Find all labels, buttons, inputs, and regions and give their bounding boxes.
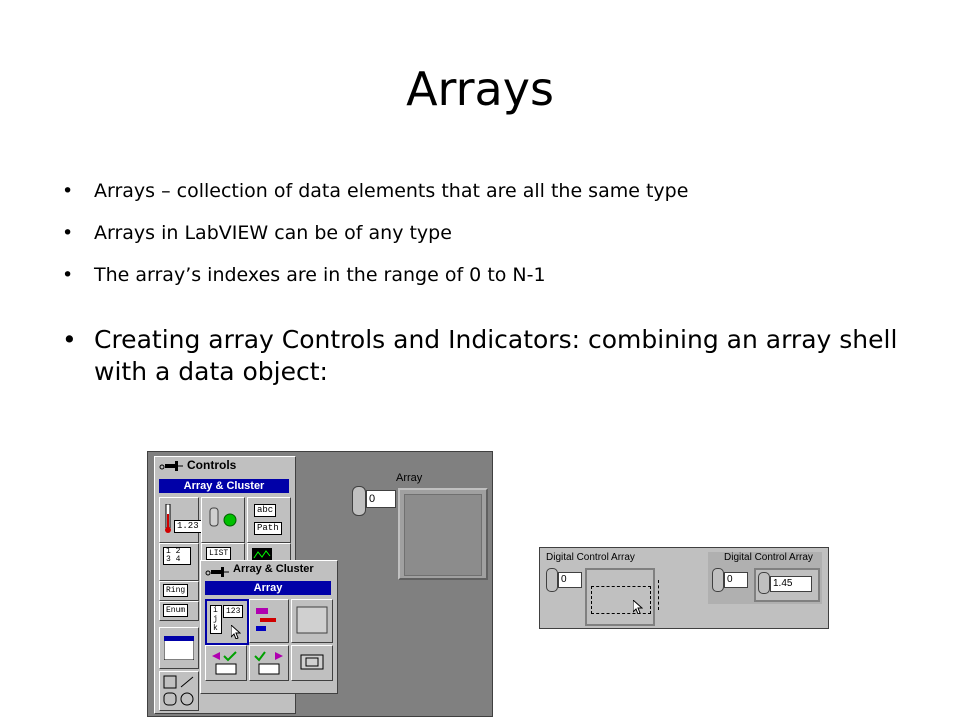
ring-tile[interactable]: Ring [159, 581, 199, 601]
subpalette-title: Array & Cluster [233, 563, 314, 575]
bullet-dot: • [62, 222, 74, 244]
shapes-icon [163, 675, 194, 706]
enum-tile[interactable]: Enum [159, 601, 199, 621]
refnum-icon [300, 654, 324, 670]
cluster-tile[interactable] [249, 599, 289, 643]
array-shell-element-area [404, 494, 482, 576]
refnum-tile[interactable] [291, 645, 333, 681]
left-index-spinner[interactable] [546, 568, 558, 592]
array-label: Array [396, 472, 423, 484]
bullet-text: Arrays in LabVIEW can be of any type [94, 222, 452, 244]
graph-icon [252, 548, 272, 562]
toggle-switch-icon [209, 507, 237, 527]
error-in-tile[interactable] [205, 645, 247, 681]
left-index-display[interactable]: 0 [558, 572, 582, 588]
pushpin-icon[interactable] [205, 565, 229, 577]
boolean-tile[interactable] [201, 497, 245, 543]
left-array-shell[interactable] [585, 568, 655, 626]
string-label: abc [254, 504, 277, 517]
ring-label: Ring [163, 584, 189, 597]
palette-titlebar: Controls [155, 457, 295, 473]
list-tile[interactable]: LIST [201, 543, 245, 565]
path-label: Path [254, 522, 282, 535]
array-shell-tile[interactable]: i j k 123 [205, 599, 249, 645]
error-out-tile[interactable] [249, 645, 289, 681]
array-matrix-icon: 1 2 3 4 [163, 547, 191, 565]
string-path-tile[interactable]: abc Path [247, 497, 291, 543]
main-bullet-text: Creating array Controls and Indicators: … [94, 325, 898, 386]
container-icon [296, 606, 328, 634]
error-cluster-icon [254, 651, 283, 675]
controls-palette-screenshot: Controls Array & Cluster 1.23 abc Path 1… [147, 451, 493, 717]
dialog-tile[interactable] [159, 627, 199, 669]
array-index-icon: i j k [210, 605, 222, 634]
numeric-tile[interactable]: 1.23 [159, 497, 202, 543]
array-cluster-header: Array & Cluster [159, 479, 289, 493]
array-numeric-icon: 123 [223, 605, 244, 618]
bullet-item: • The array’s indexes are in the range o… [62, 260, 922, 290]
bullet-item: • Arrays in LabVIEW can be of any type [62, 218, 922, 248]
element-drop-target [591, 586, 651, 614]
array-cluster-tile[interactable]: 1 2 3 4 [159, 543, 199, 581]
slide-title: Arrays [406, 62, 554, 116]
element-spinner[interactable] [758, 572, 770, 594]
thermometer-icon [165, 504, 171, 533]
cursor-arrow-icon [633, 600, 643, 614]
error-cluster-icon [212, 651, 237, 675]
bullet-dot: • [62, 180, 74, 202]
bullet-list: • Arrays – collection of data elements t… [62, 176, 922, 388]
cluster-icon [256, 608, 276, 631]
array-shell[interactable] [398, 488, 488, 580]
drag-guide [658, 580, 659, 610]
array-subpalette: Array & Cluster Array i j k 123 [200, 560, 338, 694]
right-index-display[interactable]: 0 [724, 572, 748, 588]
bullet-text: The array’s indexes are in the range of … [94, 264, 546, 286]
right-array-panel: Digital Control Array 0 1.45 [708, 552, 822, 604]
bullet-dot: • [62, 264, 74, 286]
main-bullet: • Creating array Controls and Indicators… [62, 324, 922, 388]
numeric-display: 1.23 [174, 520, 202, 533]
bullet-item: • Arrays – collection of data elements t… [62, 176, 922, 206]
left-array-label: Digital Control Array [546, 552, 635, 563]
element-value[interactable]: 1.45 [770, 576, 812, 592]
array-header: Array [205, 581, 331, 595]
list-label: LIST [206, 547, 232, 560]
right-array-label: Digital Control Array [724, 552, 813, 563]
right-array-shell[interactable]: 1.45 [754, 568, 820, 602]
window-icon [164, 636, 194, 660]
index-display[interactable]: 0 [366, 490, 396, 508]
empty-container-tile[interactable] [291, 599, 333, 643]
palette-title: Controls [187, 458, 237, 472]
bullet-text: Arrays – collection of data elements tha… [94, 180, 689, 202]
subpalette-titlebar: Array & Cluster [201, 563, 337, 577]
bullet-dot: • [62, 325, 77, 354]
digital-control-array-screenshot: Digital Control Array 0 Digital Control … [539, 547, 829, 629]
enum-label: Enum [163, 604, 189, 617]
index-spinner[interactable] [352, 486, 366, 516]
right-index-spinner[interactable] [712, 568, 724, 592]
graph-tile[interactable] [247, 543, 291, 565]
pushpin-icon[interactable] [159, 459, 183, 471]
decorations-tile[interactable] [159, 671, 199, 711]
array-index: 0 [352, 486, 396, 516]
cursor-arrow-icon [231, 625, 241, 639]
